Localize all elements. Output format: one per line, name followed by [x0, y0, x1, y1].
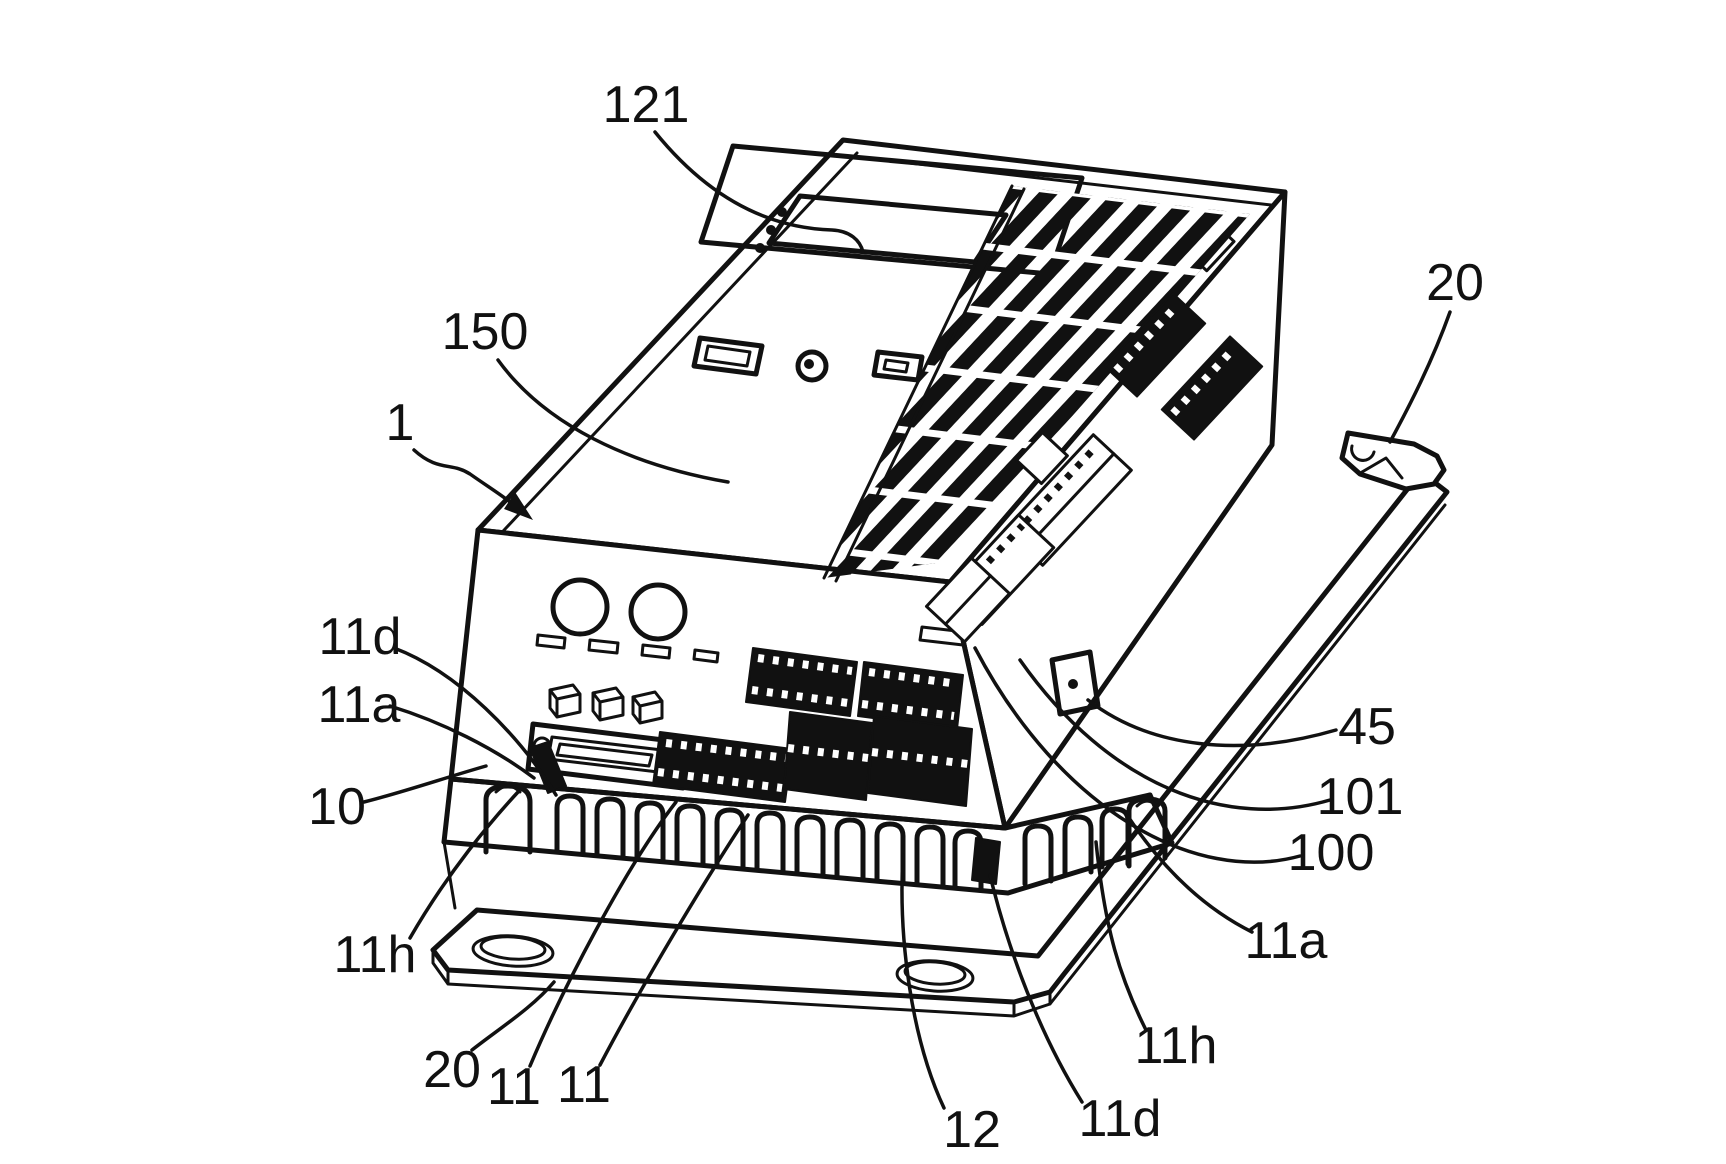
- mounting-hole-right: [895, 959, 975, 993]
- rim-vent-slot: [1196, 231, 1236, 273]
- fin-band-bottom-edge: [441, 839, 1175, 896]
- terminal-blocks-front: [652, 647, 973, 807]
- ref-label-121: 121: [603, 76, 690, 134]
- leader-20-top-right: [1388, 310, 1452, 444]
- ref-label-11a-left: 11a: [318, 676, 401, 734]
- leader-101: [1018, 658, 1332, 811]
- fin-arches: [554, 793, 984, 892]
- ref-label-11-left: 11: [487, 1058, 541, 1116]
- leader-11a-left: [388, 704, 536, 780]
- din-hook-dark-left: [529, 741, 567, 794]
- leader-100: [973, 646, 1302, 864]
- din-hook-dark-right: [971, 837, 1001, 885]
- leader-20-bottom-left: [470, 980, 556, 1052]
- ref-label-45: 45: [1338, 698, 1396, 756]
- ref-label-11h-left: 11h: [334, 926, 417, 984]
- leader-1-arrow: [412, 448, 533, 520]
- rj45-port: [691, 335, 765, 377]
- leader-lines: [362, 130, 1452, 1110]
- leader-11d-right: [988, 873, 1084, 1104]
- pin-header-dark-2: [1160, 335, 1264, 441]
- ref-label-11a-right: 11a: [1245, 912, 1328, 970]
- mounting-plate-thickness: [431, 503, 1447, 1018]
- leader-45: [1086, 698, 1338, 748]
- ref-label-11h-right: 11h: [1135, 1017, 1218, 1075]
- fin-arch-left-inner: [494, 784, 522, 794]
- led-dots: [755, 207, 787, 253]
- front-face-details: [525, 577, 973, 807]
- leader-11d-left: [392, 646, 558, 797]
- leader-121: [653, 130, 865, 254]
- connector-box: [924, 556, 1012, 644]
- ref-label-20-top-right: 20: [1426, 254, 1484, 312]
- leader-150: [496, 358, 730, 484]
- ref-label-11-mid: 11: [557, 1056, 611, 1114]
- mounting-hole-left: [471, 934, 555, 968]
- device-body: [448, 137, 1288, 831]
- reference-labels: 121 150 1 20 45 101 100 11a 11h 11d 12 1…: [308, 76, 1484, 1159]
- ref-label-10: 10: [308, 778, 366, 836]
- leader-11h-right: [1094, 840, 1148, 1032]
- leader-11h-left: [408, 790, 520, 940]
- round-button: [795, 349, 829, 383]
- leader-11-left: [528, 800, 678, 1068]
- vent-slots: [535, 625, 967, 664]
- mounting-plate: [430, 430, 1450, 1018]
- leader-11a-right: [1125, 813, 1254, 934]
- connector-cube: [1015, 431, 1069, 485]
- leader-10: [362, 764, 488, 804]
- heatsink-fins-top: [822, 184, 1250, 583]
- pin-header-dark-1: [1103, 292, 1207, 398]
- ref-label-150: 150: [442, 303, 529, 361]
- leader-11-mid: [598, 813, 750, 1067]
- ref-label-11d-left: 11d: [319, 608, 402, 666]
- dip-cubes: [548, 683, 664, 725]
- ref-label-12: 12: [943, 1101, 1001, 1159]
- bracket-tab: [1339, 430, 1447, 492]
- ref-label-101: 101: [1317, 768, 1404, 826]
- fins-ridge: [822, 184, 1026, 583]
- cable-gland-circle-1: [550, 577, 610, 637]
- ref-label-1: 1: [386, 394, 415, 452]
- cable-gland-circle-2: [628, 582, 688, 642]
- ref-label-20-bottom-left: 20: [423, 1041, 481, 1099]
- mounting-plate-surface: [430, 469, 1450, 1005]
- roof-rim-left: [490, 151, 859, 545]
- ref-label-100: 100: [1288, 824, 1375, 882]
- ref-label-11d-right: 11d: [1079, 1090, 1162, 1148]
- leader-12: [900, 853, 946, 1110]
